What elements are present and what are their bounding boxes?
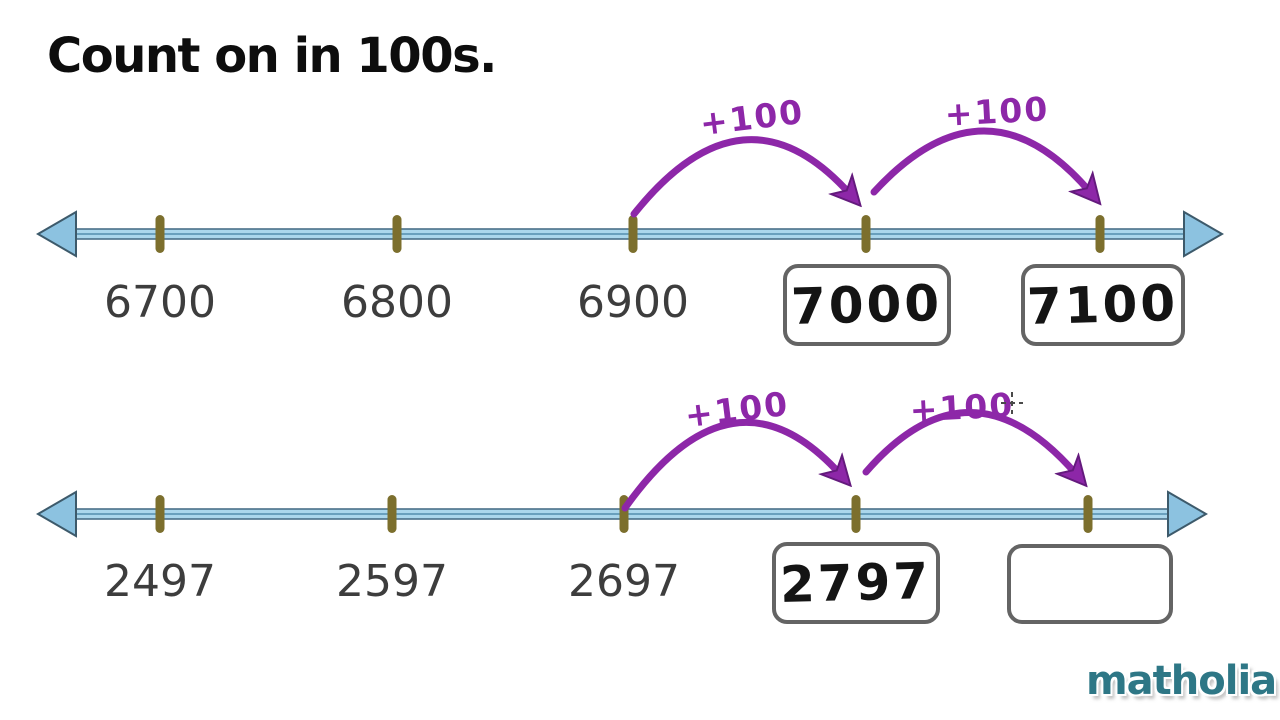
number-line-1 — [36, 127, 1224, 258]
answer-box answer-box-empty[interactable] — [1007, 544, 1173, 624]
number-line-2 — [36, 409, 1208, 538]
tick-label: 6800 — [341, 277, 453, 328]
answer-value: 7100 — [1026, 274, 1180, 336]
tick-mark — [155, 215, 165, 253]
answer-value: 2797 — [779, 552, 933, 614]
right-arrowhead-icon — [1167, 490, 1208, 538]
tick-mark — [387, 495, 397, 533]
tick-mark — [1095, 215, 1105, 253]
answer-value: 7000 — [790, 274, 944, 336]
jump-arc-icon — [870, 127, 1090, 192]
jump-arc-icon — [630, 136, 850, 218]
matholia-logo: matholia — [1086, 658, 1277, 704]
page-title: Count on in 100s. — [47, 28, 497, 84]
jump-arc-icon — [862, 409, 1076, 474]
tick-mark — [851, 495, 861, 533]
tick-label: 2697 — [568, 556, 680, 607]
tick-label: 6900 — [577, 277, 689, 328]
tick-label: 6700 — [104, 277, 216, 328]
answer-box[interactable]: 7000 — [783, 264, 951, 346]
left-arrowhead-icon — [36, 210, 77, 258]
answer-box[interactable]: 2797 — [772, 542, 940, 624]
jump-label: +100 — [908, 385, 1016, 430]
left-arrowhead-icon — [36, 490, 77, 538]
tick-mark — [155, 495, 165, 533]
right-arrowhead-icon — [1183, 210, 1224, 258]
jump-label: +100 — [943, 89, 1051, 134]
tick-label: 2497 — [104, 556, 216, 607]
tick-label: 2597 — [336, 556, 448, 607]
tick-mark — [861, 215, 871, 253]
tick-mark — [628, 215, 638, 253]
tick-mark — [1083, 495, 1093, 533]
crosshair-cursor-icon — [1001, 392, 1023, 414]
jump-arc-icon — [621, 418, 840, 512]
tick-mark — [392, 215, 402, 253]
answer-box[interactable]: 7100 — [1021, 264, 1185, 346]
